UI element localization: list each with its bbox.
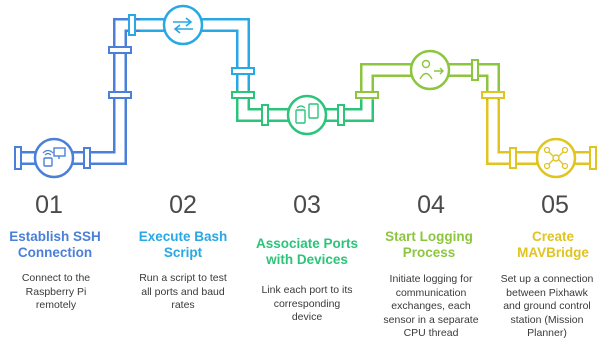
step-number: 03: [293, 191, 321, 219]
step-number: 02: [169, 191, 197, 219]
step-number: 01: [35, 191, 63, 219]
step-description: Set up a connection between Pixhawk and …: [500, 273, 594, 339]
ssh-monitor-icon: [33, 137, 75, 179]
step-title: Create MAVBridge: [517, 229, 589, 260]
step-description: Initiate logging for communication excha…: [383, 273, 479, 339]
step-description: Link each port to its corresponding devi…: [261, 284, 353, 323]
step-description: Run a script to test all ports and baud …: [139, 272, 227, 311]
step-title: Start Logging Process: [385, 229, 473, 260]
step-description: Connect to the Raspberry Pi remotely: [21, 272, 91, 311]
pipe-segment-1: [14, 18, 140, 170]
exchange-arrows-icon: [162, 4, 204, 46]
step-title: Associate Ports with Devices: [255, 236, 359, 267]
device-link-icon: [286, 94, 328, 136]
step-title: Establish SSH Connection: [9, 229, 101, 260]
step-number: 04: [417, 191, 445, 219]
step-number: 05: [541, 191, 569, 219]
user-logging-icon: [409, 49, 451, 91]
network-bridge-icon: [535, 137, 577, 179]
step-title: Execute Bash Script: [138, 229, 228, 260]
